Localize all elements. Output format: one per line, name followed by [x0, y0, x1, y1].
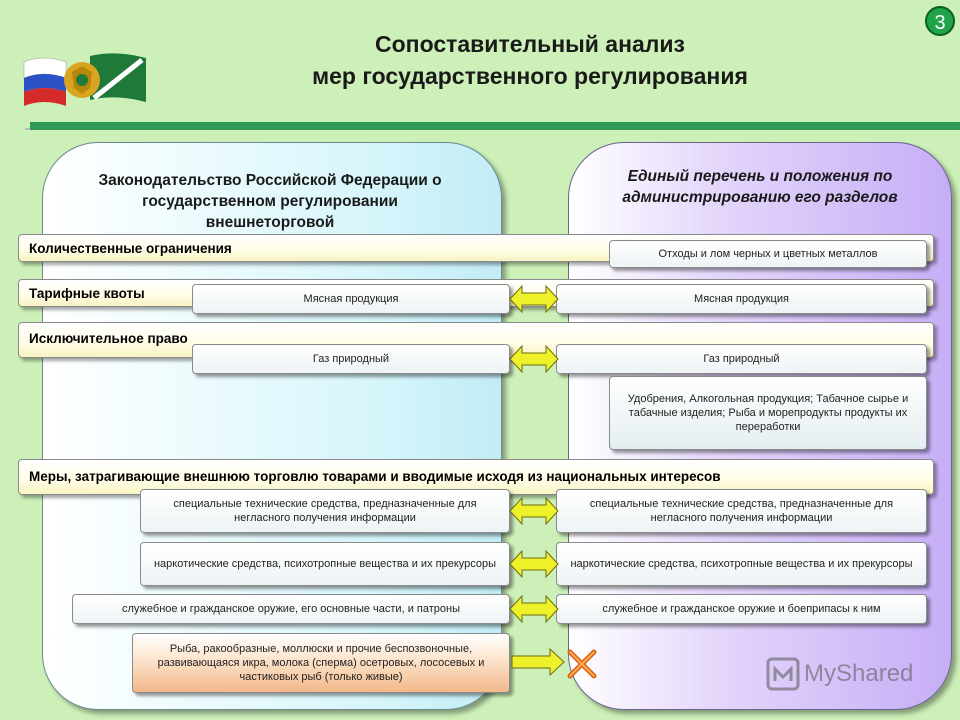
customs-flag-icon [90, 53, 146, 102]
bar-label: Исключительное право [29, 331, 188, 346]
page-number-badge: 3 [925, 6, 955, 36]
box-fertilizers-alcohol-tobacco-fish: Удобрения, Алкогольная продукция; Табачн… [609, 376, 927, 450]
title-line-1: Сопоставительный анализ [375, 31, 685, 57]
right-arrow-icon [511, 647, 565, 677]
box-meat-right: Мясная продукция [556, 284, 927, 314]
box-meat-left: Мясная продукция [192, 284, 510, 314]
box-live-fish: Рыба, ракообразные, моллюски и прочие бе… [132, 633, 510, 693]
double-arrow-icon [509, 344, 559, 374]
double-arrow-icon [509, 549, 559, 579]
watermark-text: MyShared [804, 660, 914, 687]
box-gas-left: Газ природный [192, 344, 510, 374]
logo-flags [20, 50, 148, 108]
right-panel-heading: Единый перечень и положения по администр… [622, 168, 898, 206]
box-waste-metals: Отходы и лом черных и цветных металлов [609, 240, 927, 268]
box-narcotics-right: наркотические средства, психотропные вещ… [556, 542, 927, 586]
box-tech-means-left: специальные технические средства, предна… [140, 489, 510, 533]
page-title: Сопоставительный анализ мер государствен… [250, 28, 810, 92]
bar-label: Количественные ограничения [29, 241, 232, 256]
box-narcotics-left: наркотические средства, психотропные вещ… [140, 542, 510, 586]
title-line-2: мер государственного регулирования [312, 63, 748, 89]
left-panel-heading: Законодательство Российской Федерации о … [98, 172, 442, 231]
watermark: MyShared [766, 656, 936, 692]
russian-flag-icon [23, 57, 67, 106]
box-weapons-left: служебное и гражданское оружие, его осно… [72, 594, 510, 624]
box-weapons-right: служебное и гражданское оружие и боеприп… [556, 594, 927, 624]
bar-label: Меры, затрагивающие внешнюю торговлю тов… [29, 469, 721, 484]
eagle-emblem-icon [64, 62, 100, 98]
bar-label: Тарифные квоты [29, 286, 145, 301]
watermark-logo-icon [766, 657, 800, 691]
double-arrow-icon [509, 594, 559, 624]
double-arrow-icon [509, 496, 559, 526]
box-gas-right: Газ природный [556, 344, 927, 374]
double-arrow-icon [509, 284, 559, 314]
header-divider [30, 122, 960, 130]
cross-icon [567, 649, 597, 679]
box-tech-means-right: специальные технические средства, предна… [556, 489, 927, 533]
